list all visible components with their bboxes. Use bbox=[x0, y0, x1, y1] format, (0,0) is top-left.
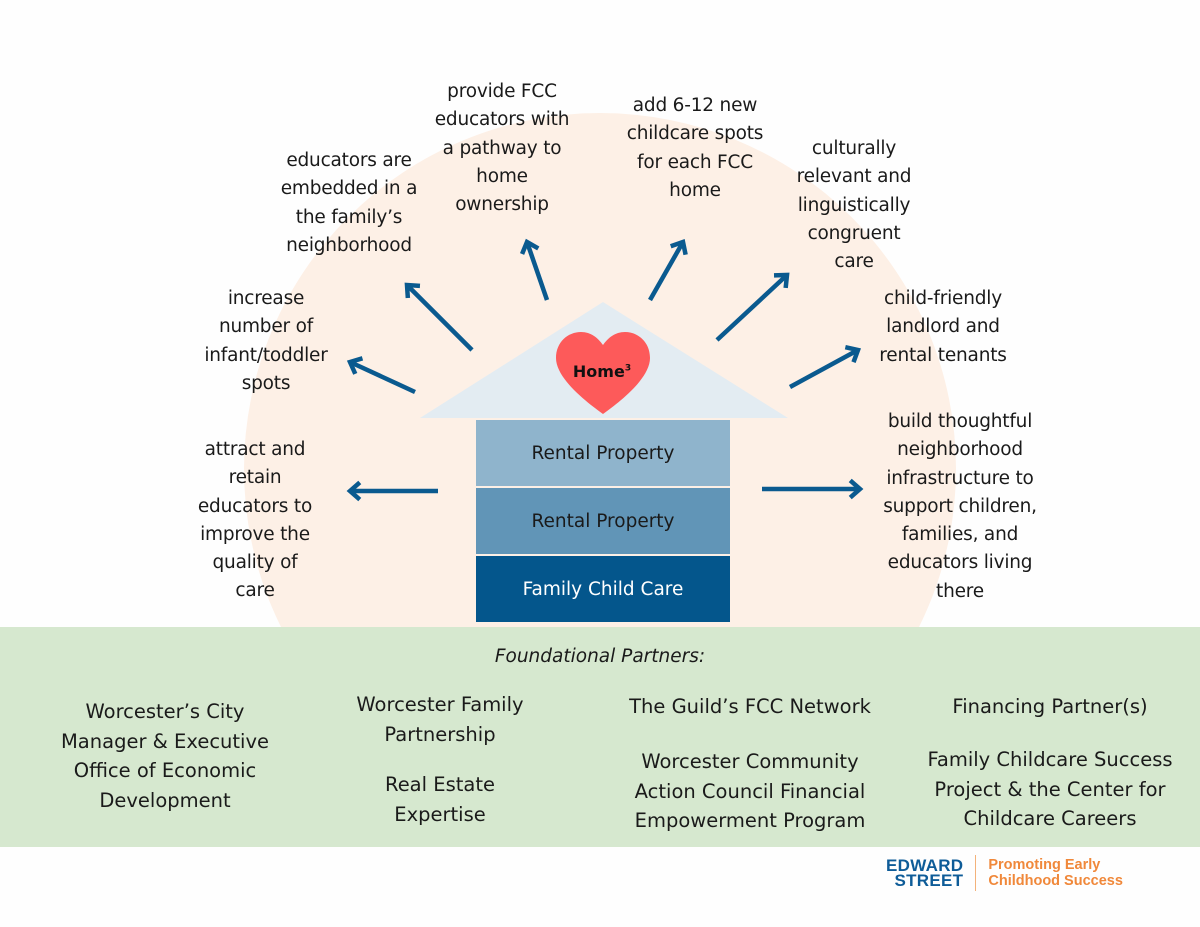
heart-icon bbox=[556, 332, 650, 414]
arrow-to-cultural-icon bbox=[715, 272, 790, 342]
outcome-retain-educators: attract and retain educators to improve … bbox=[197, 439, 313, 602]
logo-line1: EDWARD bbox=[886, 856, 964, 875]
edward-street-logo: EDWARD STREET Promoting Early Childhood … bbox=[886, 855, 1123, 891]
logo-divider bbox=[975, 855, 977, 891]
logo-tagline1: Promoting Early bbox=[988, 857, 1101, 873]
outcome-infrastructure: build thoughtful neighborhood infrastruc… bbox=[883, 411, 1037, 602]
arrow-to-infant-icon bbox=[346, 356, 416, 395]
house-layer-rental-top: Rental Property bbox=[476, 420, 730, 486]
arrow-to-landlord-icon bbox=[788, 344, 861, 389]
partner-wcac: Worcester Community Action Council Finan… bbox=[634, 750, 866, 832]
arrow-to-pathway-icon bbox=[519, 238, 550, 301]
foundational-partners-panel bbox=[0, 627, 1200, 847]
logo-tagline2: Childhood Success bbox=[988, 873, 1123, 889]
heart-label: Home3 bbox=[560, 362, 644, 381]
partner-financing: Financing Partner(s) bbox=[952, 695, 1148, 718]
outcome-landlord: child-friendly landlord and rental tenan… bbox=[879, 288, 1007, 366]
outcome-cultural: culturally relevant and linguistically c… bbox=[796, 138, 912, 273]
heart-superscript: 3 bbox=[624, 363, 632, 374]
outcome-childcare-spots: add 6-12 new childcare spots for each FC… bbox=[626, 95, 764, 201]
outcome-pathway: provide FCC educators with a pathway to … bbox=[434, 81, 570, 216]
house-layer-rental-middle: Rental Property bbox=[476, 488, 730, 554]
logo-wordmark: EDWARD STREET bbox=[886, 856, 964, 890]
logo-line2: STREET bbox=[894, 871, 964, 890]
logo-tagline: Promoting Early Childhood Success bbox=[988, 857, 1123, 889]
partners-title: Foundational Partners: bbox=[494, 646, 706, 667]
partner-guild: The Guild’s FCC Network bbox=[629, 695, 871, 718]
outcome-infant-toddler: increase number of infant/toddler spots bbox=[204, 288, 328, 394]
outcome-neighborhood: educators are embedded in a the family’s… bbox=[280, 150, 418, 256]
heart-label-text: Home bbox=[572, 362, 625, 381]
partner-fcc-success: Family Childcare Success Project & the C… bbox=[927, 748, 1173, 830]
house-layer-family-child-care: Family Child Care bbox=[476, 556, 730, 622]
arrow-to-childcare-spots-icon bbox=[648, 239, 688, 302]
partner-city-manager: Worcester’s City Manager & Executive Off… bbox=[60, 700, 270, 812]
arrow-to-infrastructure-icon bbox=[762, 478, 864, 500]
partner-real-estate: Real Estate Expertise bbox=[385, 773, 495, 826]
partner-worcester-family: Worcester Family Partnership bbox=[356, 693, 524, 746]
arrow-to-retain-icon bbox=[346, 480, 438, 502]
arrow-to-neighborhood-icon bbox=[404, 282, 474, 352]
